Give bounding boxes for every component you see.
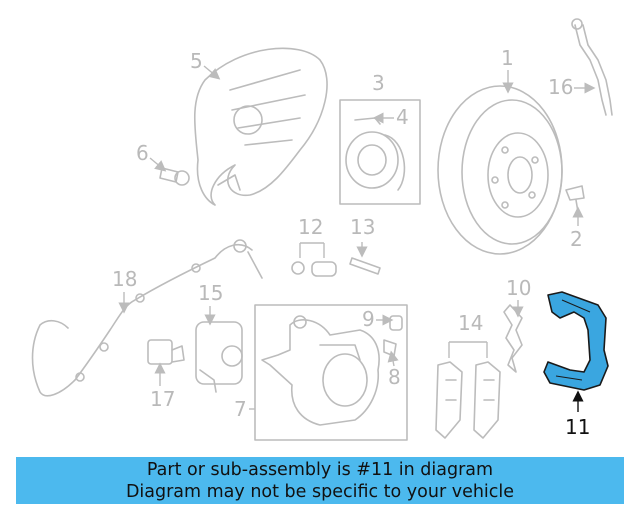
- caliper-bracket-part-highlighted[interactable]: [543, 291, 609, 391]
- callout-16: 16: [548, 75, 573, 99]
- spring-clip-part: [503, 304, 523, 373]
- callout-11: 11: [565, 415, 590, 439]
- callout-1: 1: [501, 46, 514, 70]
- callout-2: 2: [570, 227, 583, 251]
- brake-pads-part: [435, 361, 501, 439]
- abs-sensor-wire-part: [31, 239, 263, 397]
- screw-part: [565, 185, 585, 213]
- callout-9: 9: [362, 307, 375, 331]
- callout-13: 13: [350, 215, 375, 239]
- banner-line-1: Part or sub-assembly is #11 in diagram: [146, 460, 494, 480]
- caliper-group-box: [254, 304, 408, 441]
- guide-pin-part: [349, 257, 381, 275]
- guide-bolt-part: [291, 261, 337, 277]
- splash-shield-part: [193, 47, 328, 206]
- callout-14: 14: [458, 311, 483, 335]
- actuator-motor-part: [195, 321, 243, 393]
- bolt-6-part: [159, 167, 190, 186]
- brake-hose-part: [571, 18, 613, 116]
- callout-12: 12: [298, 215, 323, 239]
- bleeder-screw-part: [383, 315, 403, 357]
- callout-6: 6: [136, 141, 149, 165]
- connector-part: [147, 339, 185, 365]
- hub-group-box: [339, 99, 421, 205]
- callout-4: 4: [396, 105, 409, 129]
- callout-10: 10: [506, 276, 531, 300]
- callout-18: 18: [112, 267, 137, 291]
- wheel-hub-part: [345, 117, 406, 191]
- callout-17: 17: [150, 387, 175, 411]
- callout-7: 7: [234, 397, 247, 421]
- callout-3: 3: [372, 71, 385, 95]
- info-banner: Part or sub-assembly is #11 in diagram D…: [16, 457, 624, 504]
- callout-15: 15: [198, 281, 223, 305]
- brake-caliper-part: [261, 315, 380, 426]
- brake-rotor-part: [437, 85, 563, 255]
- banner-line-2: Diagram may not be specific to your vehi…: [125, 482, 515, 502]
- callout-8: 8: [388, 365, 401, 389]
- callout-5: 5: [190, 49, 203, 73]
